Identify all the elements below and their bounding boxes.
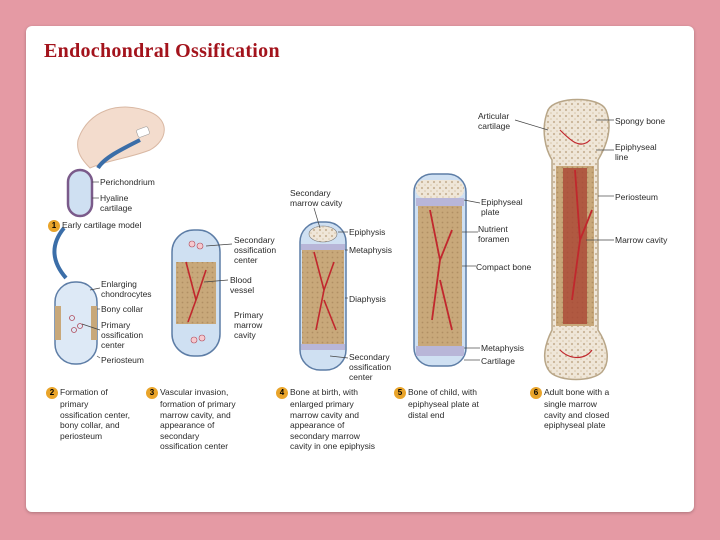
leader-lines <box>81 119 614 361</box>
label-metaphysis-stage4: Metaphysis <box>349 245 392 255</box>
stage4-bone <box>299 221 347 371</box>
label-marrow-cavity: Marrow cavity <box>615 235 668 245</box>
label-epiphysis: Epiphysis <box>349 227 386 237</box>
step-2-badge: 2 <box>46 387 58 399</box>
label-periosteum-stage6: Periosteum <box>615 192 658 202</box>
label-spongy-bone: Spongy bone <box>615 116 666 126</box>
stage2-bone <box>54 281 98 365</box>
label-bony-collar: Bony collar <box>101 304 144 314</box>
stage3-bone <box>171 229 221 357</box>
stage1-cartilage-model <box>66 168 94 218</box>
step-6-badge: 6 <box>530 387 542 399</box>
zoom-arrow-1 <box>96 138 141 170</box>
label-metaphysis-stage5: Metaphysis <box>481 343 524 353</box>
label-diaphysis: Diaphysis <box>349 294 386 304</box>
zoom-arrow-2 <box>52 226 68 280</box>
limb-illustration <box>77 106 165 169</box>
label-periosteum-stage2: Periosteum <box>101 355 144 365</box>
label-cartilage: Cartilage <box>481 356 516 366</box>
stage6-bone <box>543 98 610 381</box>
step-1-badge: 1 <box>48 220 60 232</box>
stage5-bone <box>413 173 467 367</box>
step-3-badge: 3 <box>146 387 158 399</box>
label-compact-bone: Compact bone <box>476 262 532 272</box>
label-perichondrium: Perichondrium <box>100 177 155 187</box>
slide-title: Endochondral Ossification <box>44 40 280 62</box>
step-5-badge: 5 <box>394 387 406 399</box>
step-4-badge: 4 <box>276 387 288 399</box>
